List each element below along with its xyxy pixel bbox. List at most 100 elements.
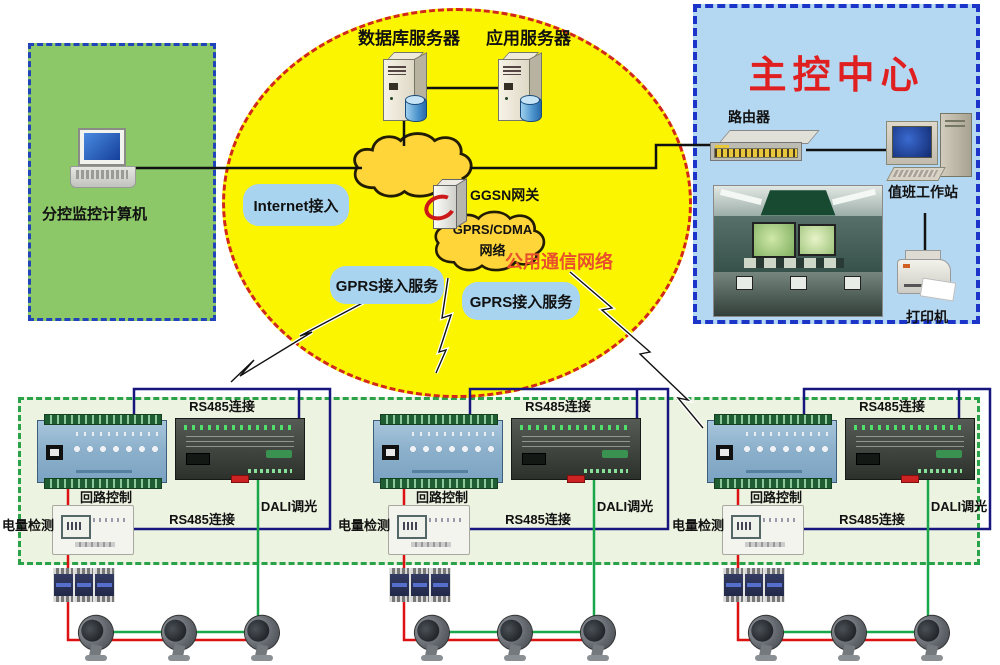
printer-slot [904,284,922,287]
ethernet-port [716,445,733,460]
floodlight-base [504,655,526,661]
rs485-bottom-label: RS485连接 [839,512,905,527]
loop-control-label: 回路控制 [750,490,803,505]
gateway-front [433,185,457,229]
lighting-control-group: RS485连接 回路控制 RS485连接 DALI调光 电量检测 [2,385,338,665]
circuit-breaker-icon [723,568,785,602]
ggsn-label: GGSN网关 [470,187,540,203]
router-led-strip [715,145,729,148]
power-meter-device [388,505,470,555]
database-cylinder-icon [405,95,427,122]
breaker-band [746,583,762,587]
dali-dimming-label: DALI调光 [260,499,318,514]
power-detection-label: 电量检测 [338,518,391,533]
dali-connector [231,475,249,483]
floodlight-icon [73,610,119,661]
floodlight-base [168,655,190,661]
dali-controller-device [511,418,641,483]
floodlight-icon [156,610,202,661]
brand-logo [602,450,628,458]
floodlight-icon [826,610,872,661]
power-meter-device [52,505,134,555]
device-display [856,453,880,465]
printer-button [903,264,910,268]
photo-big-screen [752,222,796,258]
breaker-module [724,568,743,602]
breaker-band [412,583,428,587]
breaker-module [431,568,451,602]
breaker-band [433,583,449,587]
dali-controller-device [845,418,975,483]
power-detection-label: 电量检测 [672,518,725,533]
floodlight-base [85,655,107,661]
breaker-band [726,583,741,587]
gprs-access-pill-1: GPRS接入服务 [330,266,444,304]
loop-control-label: 回路控制 [80,490,133,505]
led-row [412,432,496,436]
server-panel [389,83,398,90]
led-row [76,432,160,436]
led-row [918,469,962,473]
photo-monitor-row [744,258,844,268]
breaker-module [765,568,785,602]
breaker-band [392,583,407,587]
meter-lcd [61,515,91,539]
meter-lcd [731,515,761,539]
breaker-band [56,583,71,587]
meter-terminals [411,542,451,547]
floodlight-icon [492,610,538,661]
loop-control-label: 回路控制 [416,490,469,505]
floodlight-base [921,655,943,661]
floodlight-icon [743,610,789,661]
server-led [390,97,393,100]
breaker-band [767,583,783,587]
router-label: 路由器 [728,109,770,125]
meter-terminals [745,542,785,547]
monitor-screen [892,126,932,158]
device-label-line [412,470,468,473]
router-port-strip [714,148,798,158]
laptop-keyboard [70,166,136,188]
dali-controller-device [175,418,305,483]
relay-buttons [70,441,162,457]
relay-buttons [406,441,498,457]
dali-dimming-label: DALI调光 [596,499,654,514]
led-row [854,425,966,430]
laptop-icon [70,128,136,188]
public-network-label: 公用通信网络 [505,252,613,272]
breaker-band [76,583,92,587]
meter-digits [67,522,81,530]
photo-big-screen [798,224,836,256]
router-icon [710,130,820,162]
app-server-label: 应用服务器 [486,29,571,48]
floodlight-base [838,655,860,661]
rs485-top-label: RS485连接 [525,399,591,414]
printer-paper [919,277,957,302]
circuit-breaker-icon [53,568,115,602]
monitor [886,121,938,165]
floodlight-base [421,655,443,661]
photo-console-monitor [844,276,861,290]
photo-console-desk [714,272,882,316]
terminal-strip [44,414,162,425]
server-panel [504,83,513,90]
server-vents [388,66,406,75]
brand-logo [266,450,292,458]
breaker-band [97,583,113,587]
keyboard-keys [892,170,939,177]
server-vents [503,66,521,75]
breaker-module [54,568,73,602]
device-text-lines [856,436,964,449]
photo-ceiling-center [760,190,836,216]
database-cylinder-icon [520,95,542,122]
breaker-module [410,568,430,602]
meter-leds [93,518,125,522]
server-led [505,97,508,100]
tower-slots [945,120,965,130]
brand-logo [936,450,962,458]
device-display [522,453,546,465]
meter-terminals [75,542,115,547]
ggsn-gateway-icon [420,178,469,229]
meter-digits [403,522,417,530]
